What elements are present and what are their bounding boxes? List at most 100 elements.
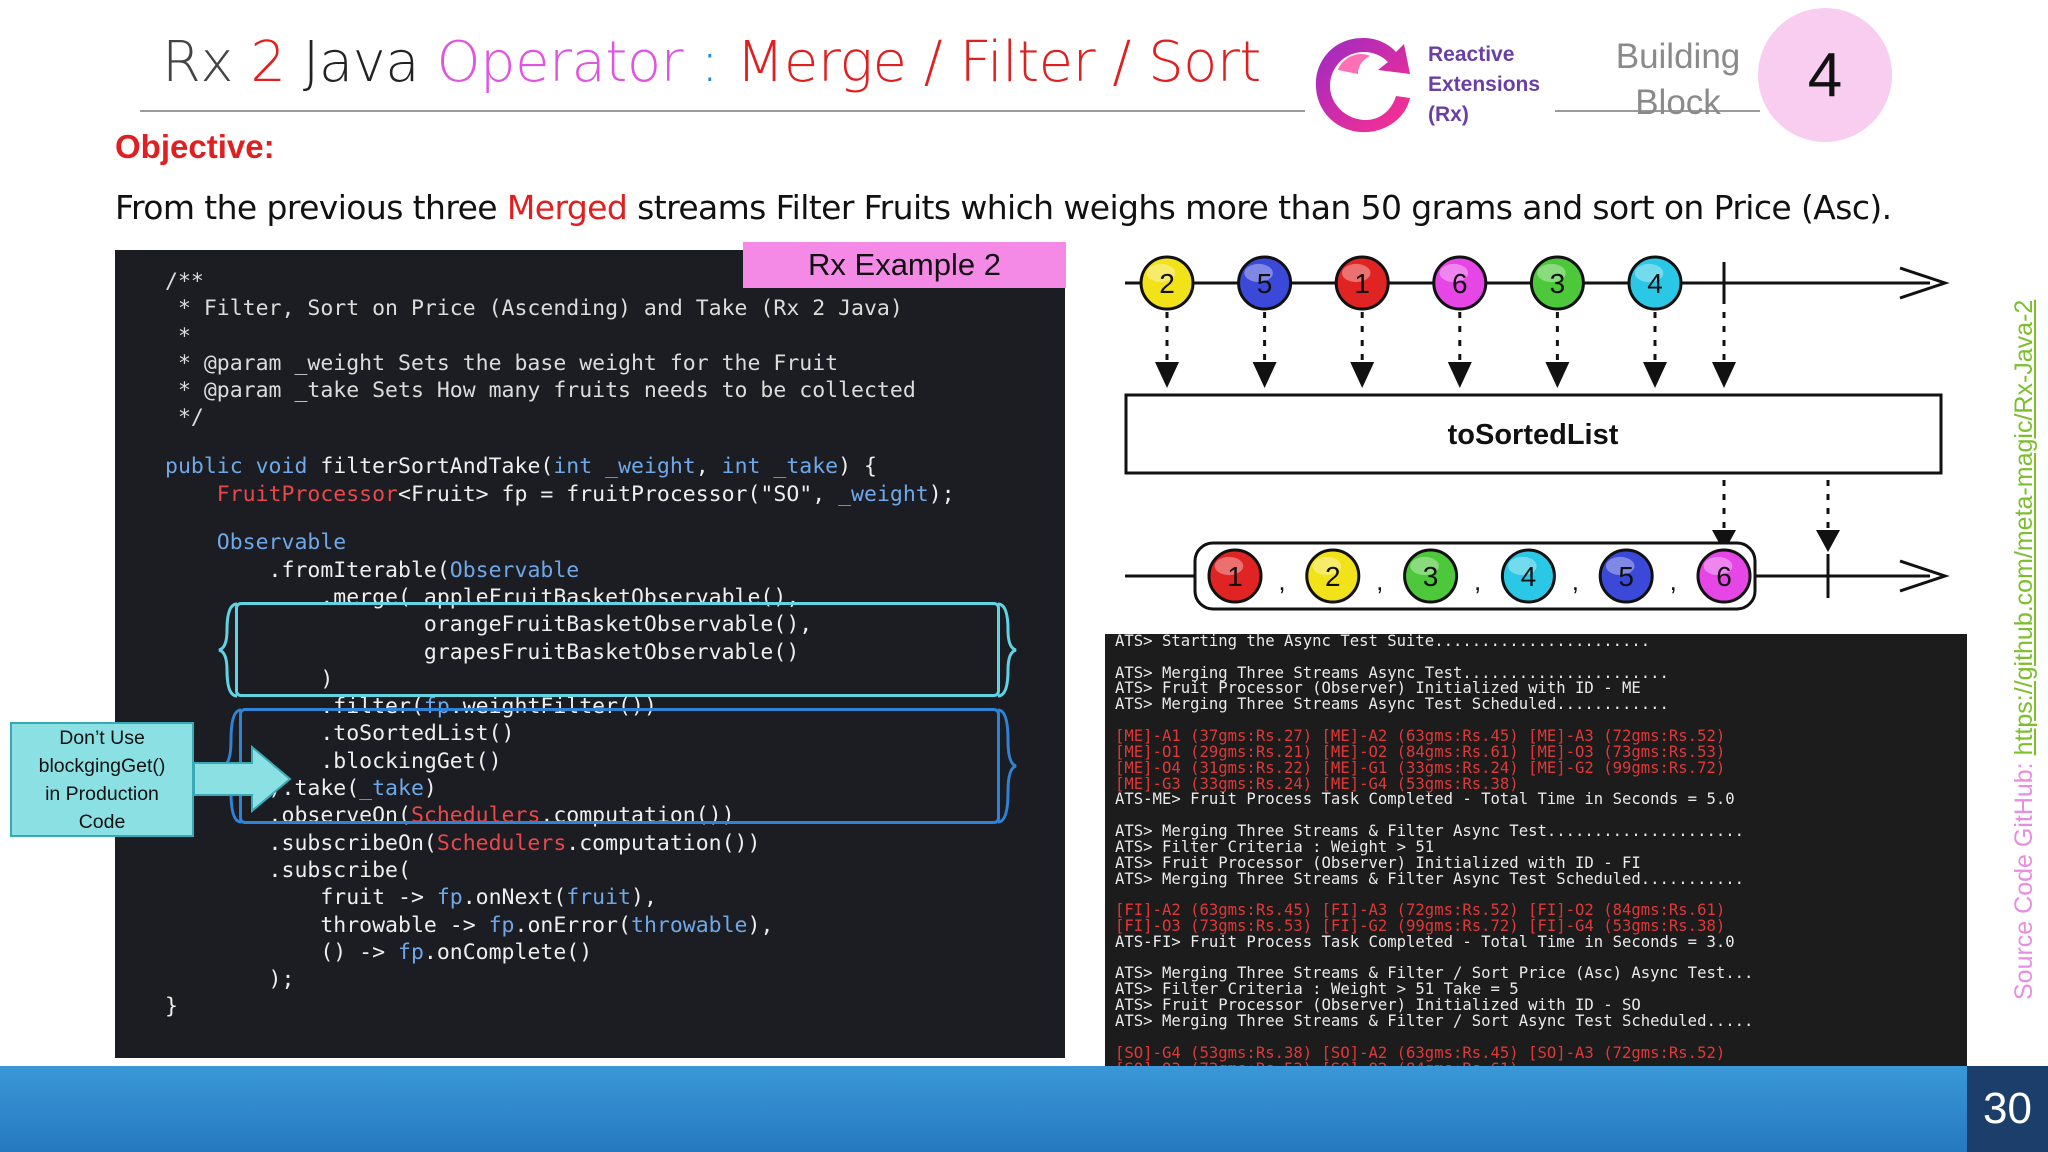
input-arrowhead	[1447, 362, 1472, 388]
output-marble-label: 6	[1716, 561, 1732, 592]
code-token: .merge( appleFruitBasketObservable(),	[165, 584, 800, 610]
code-line: */	[165, 404, 955, 431]
code-token: );	[928, 481, 955, 507]
building-block-label: Building Block	[1598, 34, 1758, 126]
code-token: _take	[359, 776, 424, 802]
input-marble-label: 3	[1550, 268, 1566, 299]
desc-highlight: Merged	[506, 188, 628, 227]
console-token: [FI]-A2 (63gms:Rs.45) [FI]-A3 (72gms:Rs.…	[1115, 901, 1726, 920]
code-token: .onError(	[514, 912, 632, 938]
reactivex-logo-text: Reactive Extensions (Rx)	[1428, 40, 1540, 130]
code-line: * Filter, Sort on Price (Ascending) and …	[165, 295, 955, 322]
callout-line2: blockgingGet()	[38, 754, 166, 777]
output-timeline-arrowhead	[1899, 559, 1950, 593]
input-complete-arrowhead	[1712, 362, 1736, 388]
output-marble-label: 4	[1521, 561, 1537, 592]
input-marble: 4	[1627, 255, 1683, 311]
code-token: /**	[165, 269, 204, 294]
code-token: */	[165, 405, 204, 431]
code-token: .subscribeOn(	[165, 830, 437, 856]
code-line: throwable -> fp.onError(throwable),	[165, 912, 955, 939]
brace-marks	[218, 602, 1017, 824]
code-text: /** * Filter, Sort on Price (Ascending) …	[165, 268, 955, 1021]
console-token: ATS> Merging Three Streams Async Test Sc…	[1115, 695, 1669, 714]
list-separator: ,	[1572, 566, 1579, 596]
input-marble: 6	[1432, 255, 1488, 311]
code-token: Observable	[449, 557, 580, 583]
code-line: () -> fp.onComplete()	[165, 939, 955, 966]
console-line: [ME]-O4 (31gms:Rs.22) [ME]-G1 (33gms:Rs.…	[1115, 760, 1753, 777]
code-token: grapesFruitBasketObservable()	[165, 639, 800, 665]
source-code-note: Source Code GitHub: https://github.com/m…	[2010, 300, 2039, 1000]
console-token: ATS> Fruit Processor (Observer) Initiali…	[1115, 679, 1641, 698]
list-separator: ,	[1474, 566, 1481, 596]
code-token: }	[165, 994, 178, 1020]
desc-after: streams Filter Fruits which weighs more …	[627, 188, 1892, 227]
code-line: .fromIterable(Observable	[165, 557, 955, 584]
console-text: ATS> Starting the Async Test Suite......…	[1115, 634, 1753, 1125]
output-marble: 5	[1598, 548, 1654, 604]
output-marble: 1	[1207, 548, 1263, 604]
code-token: .computation())	[566, 830, 761, 856]
code-line: *	[165, 323, 955, 350]
code-token: .computation())	[540, 803, 735, 829]
code-line: grapesFruitBasketObservable()	[165, 639, 955, 666]
console-token: ATS> Starting the Async Test Suite......…	[1115, 634, 1651, 650]
code-token: Schedulers	[436, 830, 567, 856]
code-token: _weight	[605, 454, 696, 480]
code-token: int	[553, 454, 606, 480]
code-line: .observeOn(Schedulers.computation())	[165, 802, 955, 829]
console-token: ATS> Merging Three Streams & Filter Asyn…	[1115, 869, 1745, 888]
title-colon: :	[700, 30, 719, 95]
blocking-get-callout: Don’t Use blockgingGet() in Production C…	[10, 722, 194, 837]
code-line: FruitProcessor<Fruit> fp = fruitProcesso…	[165, 481, 955, 508]
code-line: );	[165, 966, 955, 993]
code-token: orangeFruitBasketObservable(),	[165, 612, 813, 638]
code-token: fp	[488, 912, 515, 938]
code-line: * @param _take Sets How many fruits need…	[165, 377, 955, 404]
console-line: [SO]-G4 (53gms:Rs.38) [SO]-A2 (63gms:Rs.…	[1115, 1045, 1753, 1062]
building-block-number: 4	[1758, 8, 1892, 142]
input-marble-label: 4	[1647, 268, 1663, 299]
code-token: .subscribe(	[165, 857, 411, 883]
building-block-line2: Block	[1635, 83, 1721, 122]
code-line: .filter(fp.weightFilter())	[165, 693, 955, 720]
github-link[interactable]: https://github.com/meta-magic/Rx-Java-2	[2010, 299, 2038, 756]
list-separator: ,	[1278, 566, 1285, 596]
code-token: .weightFilter())	[449, 694, 657, 720]
footer-bar	[0, 1066, 2048, 1152]
code-token: fruit ->	[165, 885, 437, 911]
console-line: ATS> Merging Three Streams & Filter / So…	[1115, 1013, 1753, 1030]
code-token: *	[165, 323, 191, 349]
code-token: fp	[423, 694, 450, 720]
code-token: <Fruit> fp = fruitProcessor("SO",	[398, 481, 839, 507]
code-line: /**	[165, 268, 955, 295]
console-token: [ME]-O1 (29gms:Rs.21) [ME]-O2 (84gms:Rs.…	[1115, 742, 1726, 761]
console-token: [FI]-O3 (73gms:Rs.53) [FI]-G2 (99gms:Rs.…	[1115, 917, 1726, 936]
title-ops: Merge / Filter / Sort	[736, 30, 1261, 95]
code-line: }	[165, 993, 955, 1020]
code-token: .toSortedList()	[165, 721, 515, 747]
code-line: orangeFruitBasketObservable(),	[165, 611, 955, 638]
input-arrowhead	[1252, 362, 1277, 388]
input-marble: 5	[1237, 255, 1293, 311]
title-rx: Rx	[162, 30, 234, 95]
input-marble-label: 2	[1159, 268, 1175, 299]
code-line: .merge( appleFruitBasketObservable(),	[165, 584, 955, 611]
building-block-line1: Building	[1615, 37, 1741, 76]
input-marble: 1	[1334, 255, 1390, 311]
code-line: public void filterSortAndTake(int _weigh…	[165, 453, 955, 480]
code-token: .fromIterable(	[165, 557, 450, 583]
callout-line1: Don’t Use	[59, 726, 145, 749]
code-token: );	[165, 967, 295, 993]
console-line: ATS> Merging Three Streams Async Test...…	[1115, 665, 1753, 682]
output-emit-arrowhead	[1712, 530, 1736, 552]
objective-label: Objective:	[115, 128, 275, 165]
output-marble-label: 1	[1227, 561, 1243, 592]
code-line: .blockingGet()	[165, 748, 955, 775]
code-token: ) {	[838, 454, 877, 480]
code-token: ,	[695, 454, 722, 480]
console-token: ATS> Filter Criteria : Weight > 51	[1115, 837, 1435, 856]
output-marble: 3	[1403, 548, 1459, 604]
